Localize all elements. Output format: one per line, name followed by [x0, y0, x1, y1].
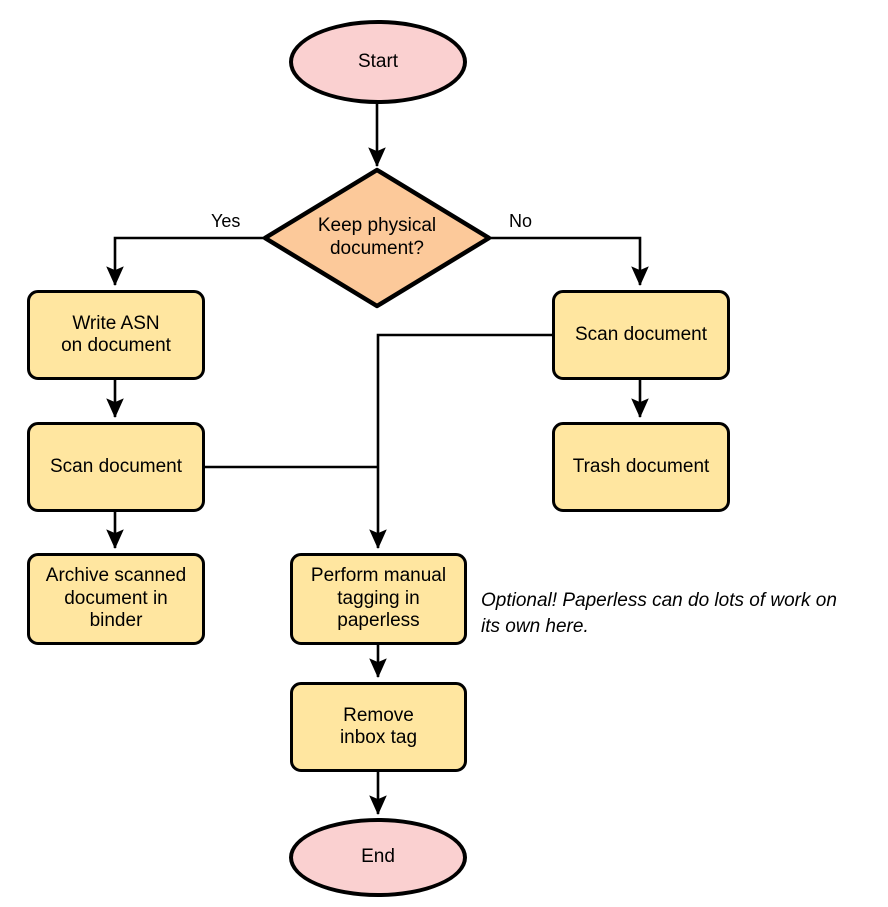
- node-trash-document[interactable]: Trash document: [552, 422, 730, 512]
- node-keep-physical-document[interactable]: Keep physical document?: [265, 170, 489, 306]
- node-manual-tagging-label-line1: Perform manual: [310, 565, 447, 587]
- annotation-optional-note: Optional! Paperless can do lots of work …: [481, 588, 881, 639]
- edge-decision-yes-to-write-asn: [106, 236, 265, 287]
- node-scan-document-left[interactable]: Scan document: [27, 422, 205, 512]
- node-write-asn-label-line1: Write ASN: [72, 312, 160, 334]
- node-remove-inbox-tag[interactable]: Remove inbox tag: [290, 682, 467, 772]
- node-scan-document-right[interactable]: Scan document: [552, 290, 730, 380]
- node-scan-document-left-label-line1: Scan document: [49, 455, 183, 477]
- node-scan-document-right-label-line1: Scan document: [574, 323, 708, 345]
- node-manual-tagging-label-line3: paperless: [337, 610, 420, 632]
- edge-decision-no-to-scan-right: [489, 236, 649, 287]
- node-end-label: End: [361, 846, 395, 868]
- annotation-optional-note-line1: Optional! Paperless can do lots of work …: [481, 590, 837, 611]
- node-keep-physical-document-label-line2: document?: [329, 238, 424, 259]
- annotation-optional-note-line2: its own here.: [481, 615, 589, 637]
- node-manual-tagging-label-line2: tagging in: [337, 587, 420, 609]
- node-start-label: Start: [357, 50, 399, 72]
- edge-scan-right-to-manual-tagging: [369, 333, 552, 550]
- node-end[interactable]: End: [289, 818, 467, 897]
- node-keep-physical-document-label-line1: Keep physical: [317, 215, 437, 237]
- node-archive-in-binder-label-line3: binder: [89, 610, 143, 632]
- node-manual-tagging[interactable]: Perform manual tagging in paperless: [290, 553, 467, 645]
- edge-label-no: No: [509, 211, 533, 231]
- node-archive-in-binder-label-line1: Archive scanned: [45, 565, 187, 587]
- node-write-asn[interactable]: Write ASN on document: [27, 290, 205, 380]
- node-write-asn-label-line2: on document: [61, 335, 171, 356]
- node-trash-document-label-line1: Trash document: [572, 455, 710, 477]
- node-archive-in-binder-label-line2: document in: [64, 587, 168, 609]
- node-remove-inbox-tag-label-line1: Remove: [343, 704, 414, 726]
- edge-label-yes: Yes: [211, 211, 241, 231]
- node-start[interactable]: Start: [289, 20, 467, 104]
- decision-diamond-shape: [262, 167, 492, 309]
- node-keep-physical-document-label: Keep physical document?: [265, 170, 489, 306]
- node-remove-inbox-tag-label-line2: inbox tag: [339, 727, 418, 748]
- node-archive-in-binder[interactable]: Archive scanned document in binder: [27, 553, 205, 645]
